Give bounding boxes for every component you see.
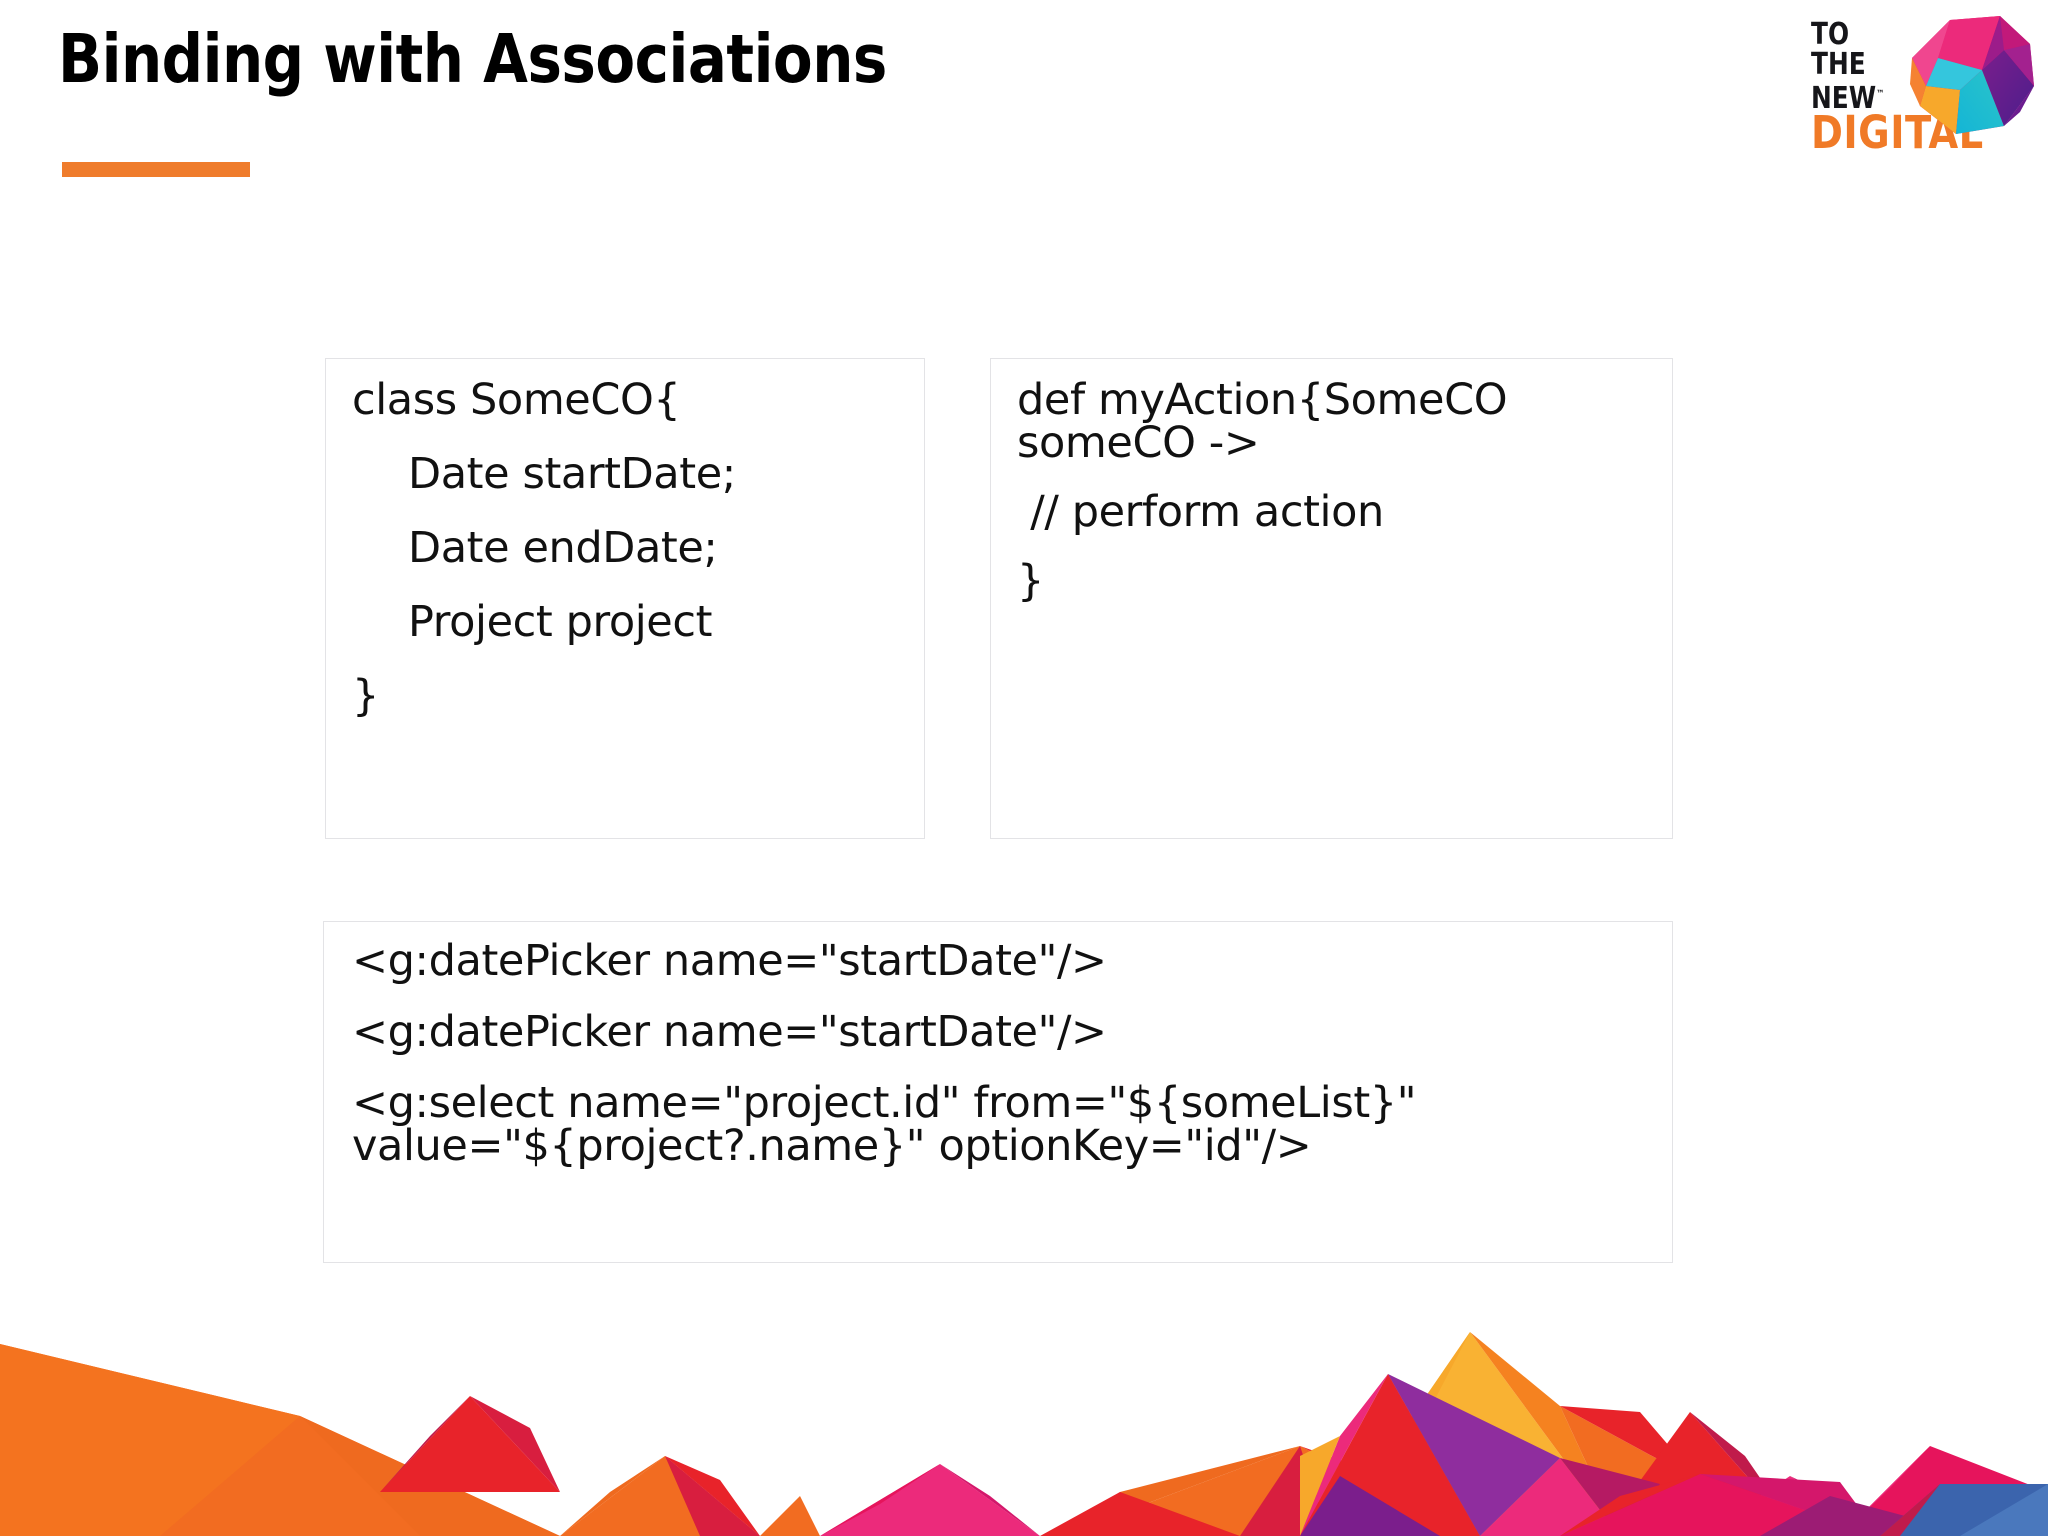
logo-line-the: THE — [1811, 47, 1866, 82]
low-poly-mountains-decoration-right — [0, 1296, 2048, 1536]
code-line: } — [352, 671, 379, 721]
logo-line-new-text: NEW — [1811, 81, 1877, 116]
polygon-gem-icon — [1910, 16, 2034, 134]
trademark-symbol: ™ — [1876, 89, 1885, 100]
code-line: } — [1017, 556, 1044, 606]
code-line: class SomeCO{ — [352, 375, 681, 425]
logo-line-new: NEW™ — [1811, 80, 1936, 114]
low-poly-mountains-decoration — [0, 1332, 2048, 1536]
page-title: Binding with Associations — [58, 20, 887, 98]
brand-logo: TO THE NEW™ DIGITAL — [1811, 14, 2036, 162]
code-line: Date startDate; — [408, 449, 736, 499]
gsp-markup-box: <g:datePicker name="startDate"/> <g:date… — [323, 921, 1673, 1263]
action-closure-box: def myAction{SomeCO someCO -> // perform… — [990, 358, 1673, 839]
title-accent-rule — [62, 162, 250, 177]
code-line: // perform action — [1017, 487, 1384, 537]
domain-class-box: class SomeCO{ Date startDate; Date endDa… — [325, 358, 925, 839]
code-line: Project project — [408, 597, 713, 647]
logo-wordmark-block: TO THE NEW™ — [1811, 20, 1947, 114]
logo-line-to: TO — [1811, 17, 1850, 52]
code-line: Date endDate; — [408, 523, 718, 573]
code-line: def myAction{SomeCO someCO -> — [1017, 375, 1521, 468]
code-line: <g:datePicker name="startDate"/> — [352, 1007, 1107, 1057]
code-line: <g:select name="project.id" from="${some… — [352, 1078, 1430, 1171]
code-line: <g:datePicker name="startDate"/> — [352, 936, 1107, 986]
